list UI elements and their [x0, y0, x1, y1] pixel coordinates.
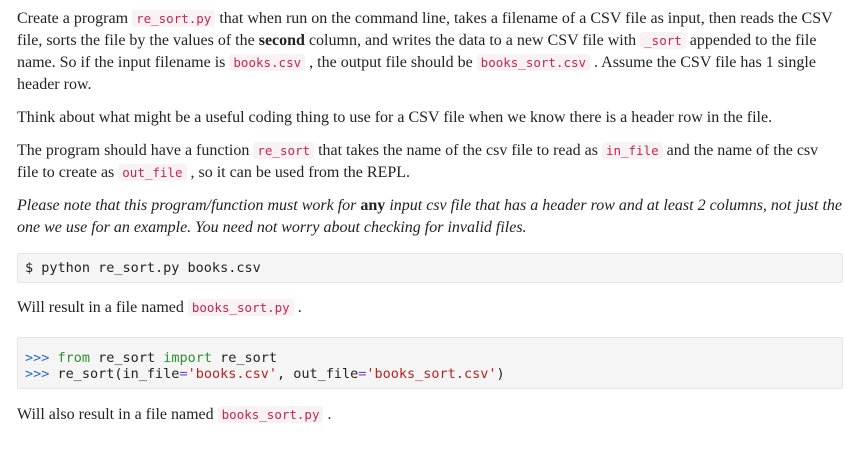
- text: that when run on the command line, takes…: [17, 10, 833, 49]
- text: input csv file that has a header row and…: [17, 197, 843, 236]
- code-text: , out_file: [276, 366, 359, 382]
- text: . Assume the CSV file has 1 single heade…: [17, 54, 816, 93]
- text: , the output file should be: [305, 54, 477, 71]
- repl-prompt: >>>: [25, 366, 50, 382]
- text: and the name of the csv file to create a…: [17, 142, 819, 181]
- text: that takes the name of the csv file to r…: [314, 142, 602, 159]
- assignment-document: Create a program re_sort.py that when ru…: [17, 8, 843, 426]
- inline-code: books_sort.py: [217, 406, 324, 423]
- note-paragraph: Please note that this program/function m…: [17, 195, 843, 239]
- code-text: re_sort: [90, 350, 164, 366]
- keyword: import: [163, 350, 212, 366]
- text: Will result in a file named: [17, 299, 188, 316]
- inline-code: books_sort.py: [187, 299, 294, 316]
- bold-text: second: [258, 32, 305, 49]
- text: Create a program: [17, 10, 133, 27]
- text: appended to the file name. So if the inp…: [17, 32, 817, 71]
- string-literal: 'books.csv': [187, 366, 277, 382]
- text: column, and writes the data to a new CSV…: [304, 32, 641, 49]
- inline-code: books_sort.csv: [476, 54, 591, 71]
- code-text: ): [496, 366, 505, 382]
- operator: =: [179, 366, 188, 382]
- bold-text: any: [360, 197, 386, 214]
- repl-prompt: >>>: [25, 350, 50, 366]
- text: Will also result in a file named: [17, 406, 218, 423]
- text: .: [293, 299, 302, 316]
- inline-code: books.csv: [229, 54, 306, 71]
- text: , so it can be used from the REPL.: [186, 164, 411, 181]
- inline-code: re_sort.py: [132, 10, 216, 27]
- function-paragraph: The program should have a function re_so…: [17, 140, 843, 184]
- shell-code-block: $ python re_sort.py books.csv: [17, 253, 843, 283]
- text: Please note that this program/function m…: [17, 197, 361, 214]
- repl-code-block: >>> from re_sort import re_sort >>> re_s…: [17, 337, 843, 389]
- intro-paragraph: Create a program re_sort.py that when ru…: [17, 8, 843, 96]
- inline-code: re_sort: [253, 142, 315, 159]
- inline-code: out_file: [118, 164, 187, 181]
- inline-code: _sort: [640, 32, 686, 49]
- result-paragraph: Will result in a file named books_sort.p…: [17, 297, 843, 319]
- operator: =: [358, 366, 367, 382]
- code-text: re_sort: [211, 350, 278, 366]
- string-literal: 'books_sort.csv': [366, 366, 497, 382]
- keyword: from: [57, 350, 91, 366]
- text: The program should have a function: [17, 142, 254, 159]
- hint-paragraph: Think about what might be a useful codin…: [17, 109, 773, 126]
- code-text: re_sort(in_file: [49, 366, 180, 382]
- text: .: [323, 406, 332, 423]
- repl-result-paragraph: Will also result in a file named books_s…: [17, 404, 843, 426]
- inline-code: in_file: [601, 142, 663, 159]
